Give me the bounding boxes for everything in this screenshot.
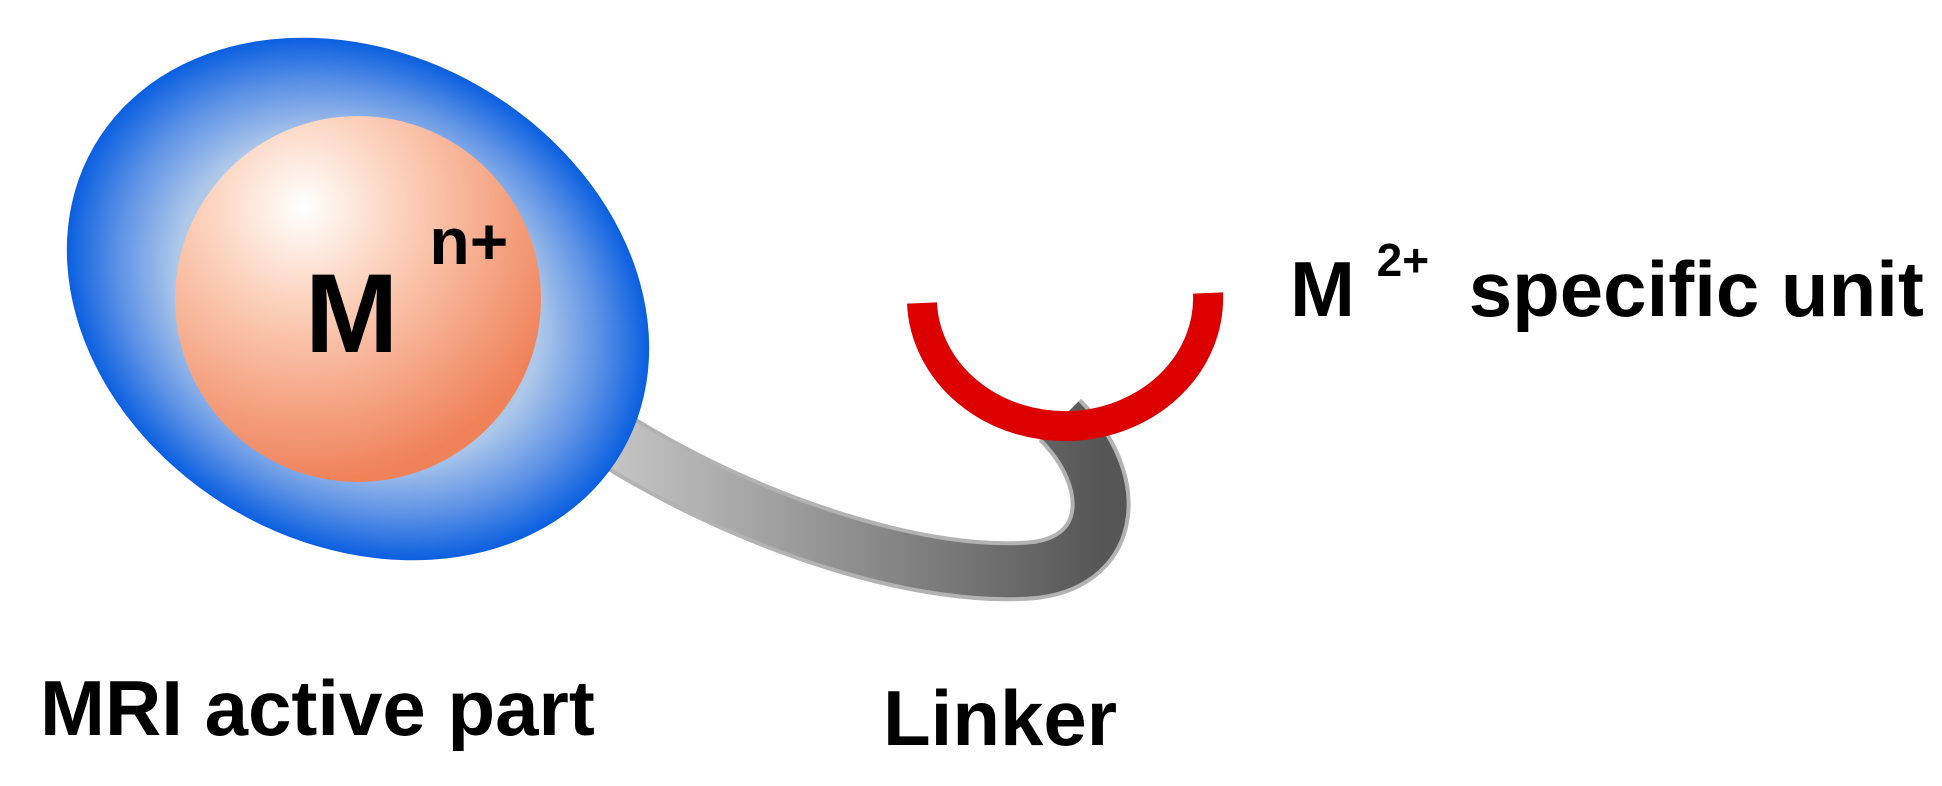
core-label-base: M [305, 251, 398, 376]
core-label: M n+ [305, 204, 508, 376]
unit-label: M 2+ specific unit [1290, 205, 1924, 333]
core-label-superscript: n+ [429, 204, 508, 278]
metal-core [175, 116, 541, 482]
linker-body [601, 401, 1127, 598]
linker-label: Linker [883, 674, 1117, 762]
mri-active-part-label: MRI active part [40, 664, 595, 752]
receptor-cup [907, 292, 1224, 442]
unit-label-text: specific unit [1469, 245, 1924, 333]
unit-label-base: M [1290, 245, 1355, 333]
unit-label-superscript: 2+ [1377, 234, 1429, 286]
mri-active-part: M n+ [66, 37, 650, 561]
linker-tube [599, 398, 1131, 602]
